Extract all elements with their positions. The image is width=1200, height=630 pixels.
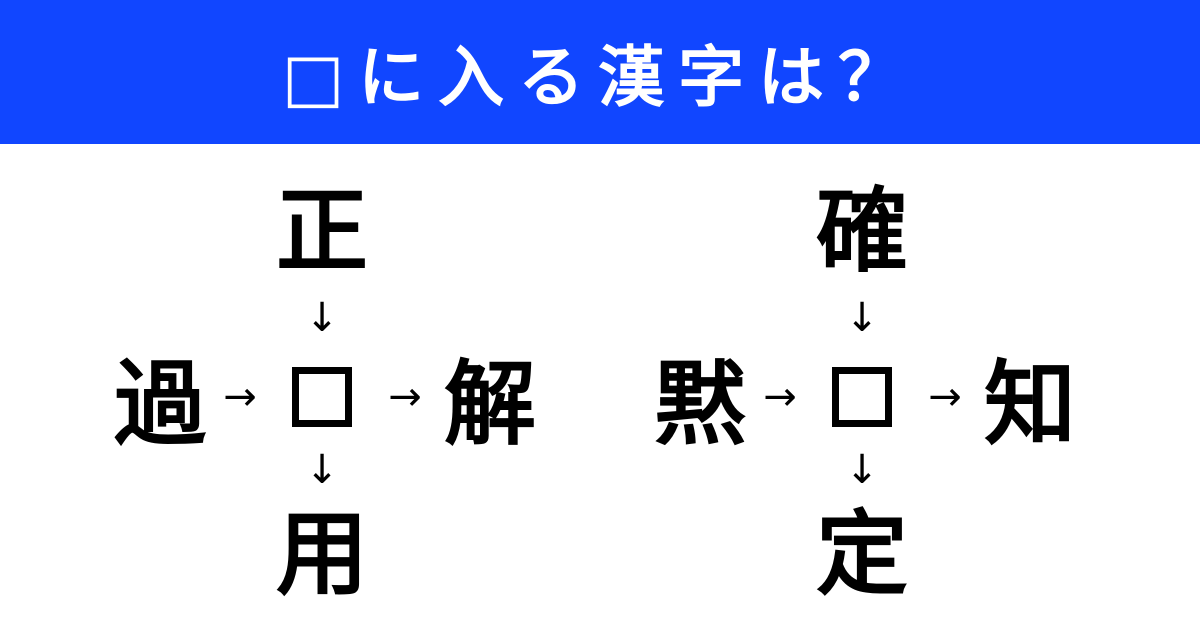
kanji-top: 正	[275, 178, 369, 285]
kanji-left: 過	[113, 351, 207, 458]
kanji-right: 知	[983, 351, 1077, 458]
blank-box	[832, 367, 892, 427]
arrow-right-icon: →	[763, 374, 797, 420]
kanji-right: 解	[443, 351, 537, 458]
header-banner: □に入る漢字は？	[0, 0, 1200, 144]
kanji-bottom: 用	[275, 501, 369, 608]
kanji-top: 確	[815, 178, 909, 285]
kanji-bottom: 定	[815, 501, 909, 608]
arrow-down-icon: ↓	[845, 447, 879, 493]
page-title: □に入る漢字は？	[281, 39, 919, 116]
arrow-down-icon: ↓	[845, 295, 879, 341]
arrow-right-icon: →	[223, 374, 257, 420]
arrow-down-icon: ↓	[305, 447, 339, 493]
arrow-right-icon: →	[388, 374, 422, 420]
arrow-right-icon: →	[928, 374, 962, 420]
kanji-left: 黙	[653, 351, 747, 458]
arrow-down-icon: ↓	[305, 295, 339, 341]
blank-box	[292, 367, 352, 427]
